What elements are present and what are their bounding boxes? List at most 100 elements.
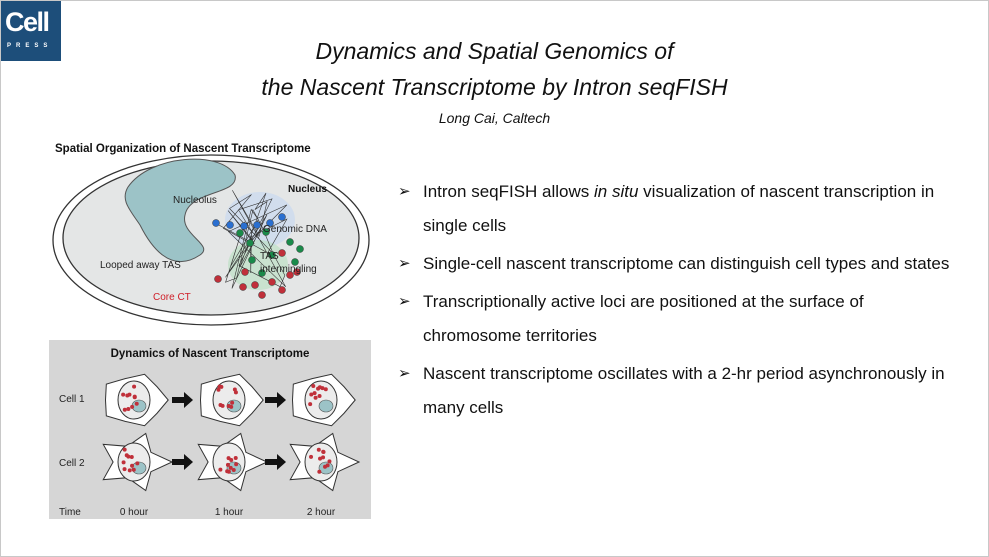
figure-background xyxy=(49,340,371,519)
green-locus xyxy=(262,228,270,236)
arrow-bullet-icon: ➢ xyxy=(398,183,411,200)
transcript-dot xyxy=(313,395,318,400)
blue-locus xyxy=(278,213,286,221)
transcript-dot xyxy=(316,386,321,391)
blue-locus xyxy=(240,222,248,230)
red-locus xyxy=(268,278,276,286)
arrow-icon xyxy=(265,454,286,470)
transcript-dot xyxy=(127,468,132,473)
nucleolus-shape xyxy=(318,399,334,413)
bullet-emphasis: in situ xyxy=(594,182,639,201)
red-locus xyxy=(258,291,266,299)
arrow-bullet-icon: ➢ xyxy=(398,365,411,382)
nucleolus-shape xyxy=(131,399,147,413)
bullet-1: ➢Intron seqFISH allows in situ visualiza… xyxy=(398,175,958,243)
transcript-dot xyxy=(132,384,137,389)
transcript-dot xyxy=(321,455,326,460)
arrow-bullet-icon: ➢ xyxy=(398,255,411,272)
spatial-organization-figure: Spatial Organization of Nascent Transcri… xyxy=(52,143,370,326)
logo-text: Cell xyxy=(5,7,50,37)
time-0: 0 hour xyxy=(120,507,149,518)
transcript-dot xyxy=(130,404,135,409)
logo-subtext: PRESS xyxy=(7,43,53,49)
cell-press-logo: Cell PRESS xyxy=(1,1,61,61)
figure-title: Dynamics of Nascent Transcriptome xyxy=(111,348,310,360)
label-core-ct: Core CT xyxy=(153,292,191,303)
transcript-dot xyxy=(325,463,330,468)
bullet-2: ➢ Single-cell nascent transcriptome can d… xyxy=(398,247,958,281)
red-locus xyxy=(293,268,301,276)
arrow-icon xyxy=(265,392,286,408)
transcript-dot xyxy=(228,465,233,470)
transcript-dot xyxy=(125,393,130,398)
bullet-3: ➢ Transcriptionally active loci are posit… xyxy=(398,285,958,353)
blue-locus xyxy=(253,221,261,229)
transcript-dot xyxy=(220,403,225,408)
transcript-dot xyxy=(134,401,139,406)
green-locus xyxy=(268,251,276,259)
bullet-text: Single-cell nascent transcriptome can di… xyxy=(423,254,950,273)
time-2: 2 hour xyxy=(307,507,336,518)
nucleus-shape xyxy=(212,442,246,482)
green-locus xyxy=(236,229,244,237)
label-looped-away-tas: Looped away TAS xyxy=(100,260,181,271)
transcript-dot xyxy=(226,403,231,408)
loci-group xyxy=(212,190,304,299)
transcript-dot xyxy=(122,447,127,452)
red-locus xyxy=(241,268,249,276)
transcript-dot xyxy=(231,467,236,472)
time-1: 1 hour xyxy=(215,507,244,518)
red-locus xyxy=(239,283,247,291)
transcript-dot xyxy=(129,455,134,460)
transcript-dot xyxy=(226,469,231,474)
transcript-dot xyxy=(230,400,235,405)
transcript-dot xyxy=(312,391,317,396)
arrow-icon xyxy=(172,454,193,470)
transcript-dot xyxy=(311,384,316,389)
transcript-dot xyxy=(217,384,222,389)
transcript-dot xyxy=(121,392,126,397)
transcript-dot xyxy=(309,454,314,459)
transcript-dot xyxy=(122,407,127,412)
slide-title-line2: the Nascent Transcriptome by Intron seqF… xyxy=(261,74,728,100)
green-locus xyxy=(296,245,304,253)
transcript-dot xyxy=(131,467,136,472)
transcript-dot xyxy=(318,456,323,461)
cells-group xyxy=(102,373,361,492)
bullet-list: ➢Intron seqFISH allows in situ visualiza… xyxy=(398,175,958,429)
bullet-text: Transcriptionally active loci are positi… xyxy=(423,292,864,345)
transcript-dot xyxy=(121,460,126,465)
row-label-cell-1: Cell 1 xyxy=(59,394,85,405)
red-locus xyxy=(286,271,294,279)
green-locus xyxy=(258,269,266,277)
transcript-dot xyxy=(320,386,325,391)
transcript-dot xyxy=(218,467,223,472)
figure-title: Spatial Organization of Nascent Transcri… xyxy=(55,143,311,155)
label-nucleolus: Nucleolus xyxy=(173,195,217,206)
transcript-dot xyxy=(126,406,131,411)
transcript-dot xyxy=(309,392,314,397)
red-locus xyxy=(278,286,286,294)
nucleolus-shape xyxy=(124,158,236,262)
label-intermingling: intermingling xyxy=(260,264,317,275)
transcript-dot xyxy=(321,450,326,455)
red-locus xyxy=(214,275,222,283)
transcript-dot xyxy=(132,395,137,400)
transcript-dot xyxy=(317,393,322,398)
bullet-text: visualization of nascent transcription i… xyxy=(423,182,935,235)
transcript-dot xyxy=(130,463,135,468)
transcript-dot xyxy=(316,447,321,452)
transcript-dot xyxy=(216,387,221,392)
transcript-dot xyxy=(317,469,322,474)
transcript-dot xyxy=(124,453,129,458)
slide-title-line1: Dynamics and Spatial Genomics of xyxy=(315,38,674,64)
dynamics-figure: Dynamics of Nascent Transcriptome Cell 1… xyxy=(49,340,371,519)
transcript-dot xyxy=(135,461,140,466)
time-label: Time xyxy=(59,507,81,518)
bullet-4: ➢Nascent transcriptome oscillates with a… xyxy=(398,357,958,425)
transcript-dot xyxy=(327,459,332,464)
transcript-dot xyxy=(323,387,328,392)
label-genomic-dna: Genomic DNA xyxy=(263,224,327,235)
blue-locus xyxy=(212,219,220,227)
arrow-bullet-icon: ➢ xyxy=(398,293,411,310)
